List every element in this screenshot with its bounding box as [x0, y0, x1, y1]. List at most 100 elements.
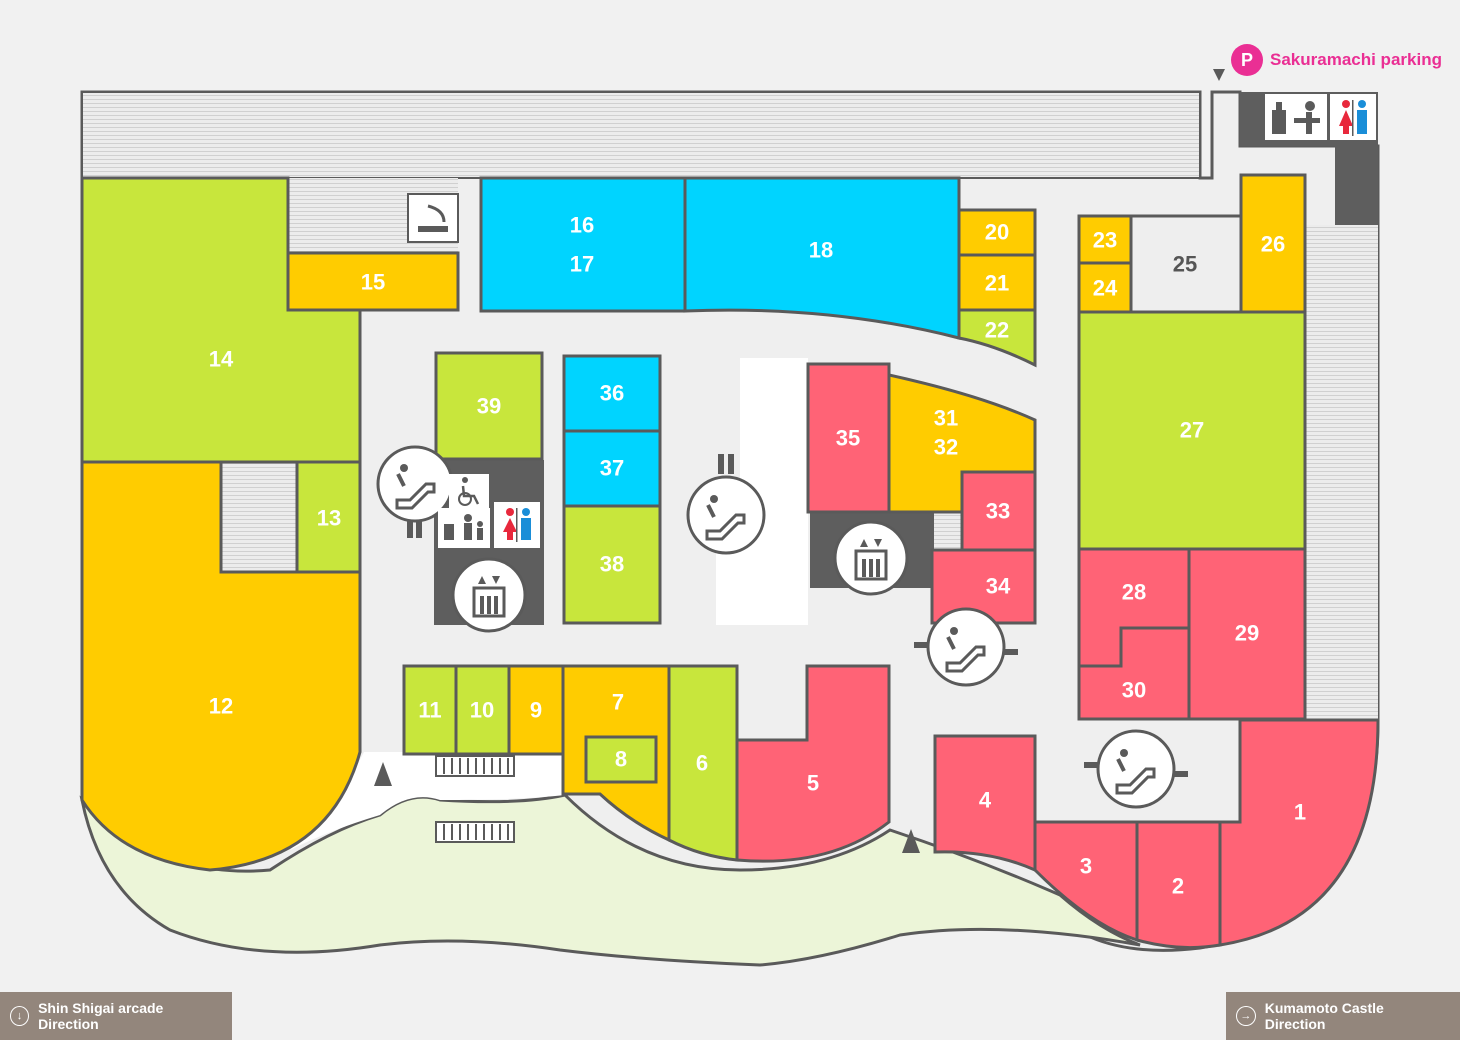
- shop-5-label: 5: [807, 771, 819, 796]
- shop-34-label: 34: [986, 574, 1011, 599]
- shop-17-label: 17: [570, 252, 594, 277]
- elevator-icon[interactable]: [451, 557, 527, 633]
- family-restroom-icon[interactable]: [438, 508, 490, 548]
- shop-16-17[interactable]: 16 17: [479, 176, 687, 313]
- shop-37-label: 37: [600, 456, 624, 481]
- shop-14-label: 14: [209, 347, 234, 372]
- shop-6-label: 6: [696, 751, 708, 776]
- shop-23-label: 23: [1093, 228, 1117, 253]
- wheelchair-icon[interactable]: [449, 474, 489, 508]
- atrium-floor: [716, 358, 808, 625]
- shop-31-32[interactable]: 31 32: [887, 373, 1037, 514]
- escalator-east-icon[interactable]: [914, 607, 1018, 687]
- shop-9-label: 9: [530, 698, 542, 723]
- shop-6[interactable]: 6: [667, 664, 739, 862]
- shop-7-label: 7: [612, 690, 624, 715]
- shop-20-label: 20: [985, 220, 1009, 245]
- nursing-room-icon[interactable]: [1265, 94, 1327, 140]
- shop-21-label: 21: [985, 271, 1009, 296]
- arrow-down-circle-icon: ↓: [10, 1006, 30, 1026]
- shop-21[interactable]: 21: [957, 253, 1037, 312]
- shop-11-label: 11: [418, 698, 441, 723]
- entrance-arrow-icon[interactable]: [374, 762, 392, 786]
- shop-2-label: 2: [1172, 874, 1184, 899]
- service-corridor-top: [81, 91, 1201, 179]
- shop-39[interactable]: 39: [434, 351, 544, 461]
- shop-25-label: 25: [1173, 252, 1197, 277]
- shop-4-label: 4: [979, 788, 992, 813]
- shop-1[interactable]: 1: [1218, 718, 1380, 947]
- shop-20[interactable]: 20: [957, 208, 1037, 257]
- shop-15[interactable]: 15: [286, 251, 460, 312]
- shop-36-label: 36: [600, 381, 624, 406]
- restroom-center-icon[interactable]: [494, 502, 540, 548]
- restroom-icon[interactable]: [1330, 94, 1376, 140]
- escalator-icon[interactable]: [376, 445, 454, 538]
- kumamoto-castle-direction-button[interactable]: → Kumamoto Castle Direction: [1226, 992, 1460, 1040]
- shop-29[interactable]: 29: [1187, 547, 1307, 721]
- entrance-arrow-south-icon[interactable]: [902, 829, 920, 853]
- parking-label: Sakuramachi parking: [1270, 50, 1442, 69]
- shop-16-label: 16: [570, 213, 594, 238]
- shop-22-label: 22: [985, 318, 1009, 343]
- shop-4[interactable]: 4: [933, 734, 1037, 873]
- shop-30-label: 30: [1122, 678, 1146, 703]
- staircase-upper: [435, 755, 515, 777]
- shop-39-label: 39: [477, 394, 501, 419]
- arrow-right-circle-icon: →: [1236, 1006, 1256, 1026]
- shop-9[interactable]: 9: [507, 664, 565, 756]
- staircase-lower: [435, 821, 515, 843]
- shop-28-label: 28: [1122, 580, 1146, 605]
- shop-35-label: 35: [836, 426, 860, 451]
- shop-8[interactable]: 8: [584, 735, 658, 784]
- shop-3-label: 3: [1080, 854, 1092, 879]
- escalator-southeast-icon[interactable]: [1084, 729, 1188, 809]
- shop-37[interactable]: 37: [562, 429, 662, 508]
- shop-26[interactable]: 26: [1239, 173, 1307, 314]
- shop-18-label: 18: [809, 238, 833, 263]
- shop-25[interactable]: 25: [1129, 214, 1243, 314]
- service-area-near-13: [221, 462, 297, 572]
- shop-24-label: 24: [1093, 276, 1118, 301]
- shin-shigai-direction-label: Shin Shigai arcade Direction: [38, 1000, 164, 1032]
- escalator-atrium-icon[interactable]: [686, 454, 766, 555]
- elevator-east-icon[interactable]: [833, 520, 909, 596]
- shop-29-label: 29: [1235, 621, 1259, 646]
- shin-shigai-direction-button[interactable]: ↓ Shin Shigai arcade Direction: [0, 992, 232, 1040]
- service-corridor-right: [1305, 225, 1378, 720]
- shop-32-label: 32: [934, 435, 958, 460]
- smoking-area-icon[interactable]: [407, 193, 459, 243]
- shop-23[interactable]: 23: [1077, 214, 1133, 265]
- shop-33[interactable]: 33: [960, 470, 1037, 552]
- shop-13-label: 13: [317, 506, 341, 531]
- shop-12-label: 12: [209, 694, 233, 719]
- shop-24[interactable]: 24: [1077, 261, 1133, 314]
- parking-link[interactable]: P Sakuramachi parking: [1231, 44, 1442, 76]
- shop-27-label: 27: [1180, 418, 1204, 443]
- shop-26-label: 26: [1261, 232, 1285, 257]
- shop-3[interactable]: 3: [1033, 820, 1139, 943]
- shop-38-label: 38: [600, 552, 624, 577]
- parking-icon: P: [1231, 44, 1263, 76]
- shop-8-label: 8: [615, 747, 627, 772]
- shop-22[interactable]: 22: [957, 308, 1037, 368]
- shop-13[interactable]: 13: [295, 460, 362, 574]
- shop-11[interactable]: 11: [402, 664, 458, 756]
- shop-12[interactable]: 12: [80, 460, 362, 872]
- shop-35[interactable]: 35: [806, 362, 891, 514]
- shop-27[interactable]: 27: [1077, 310, 1307, 551]
- shop-2[interactable]: 2: [1135, 820, 1222, 950]
- shop-15-label: 15: [361, 270, 385, 295]
- shop-36[interactable]: 36: [562, 354, 662, 433]
- shop-18[interactable]: 18: [683, 176, 961, 340]
- entrance-arrow-parking-icon[interactable]: [1213, 69, 1225, 81]
- shop-30[interactable]: 30: [1077, 626, 1191, 721]
- shop-10-label: 10: [470, 698, 494, 723]
- kumamoto-castle-direction-label: Kumamoto Castle Direction: [1264, 1000, 1384, 1032]
- shop-1-label: 1: [1294, 800, 1306, 825]
- shop-33-label: 33: [986, 499, 1010, 524]
- shop-10[interactable]: 10: [454, 664, 511, 756]
- shop-38[interactable]: 38: [562, 504, 662, 625]
- shop-31-label: 31: [934, 406, 958, 431]
